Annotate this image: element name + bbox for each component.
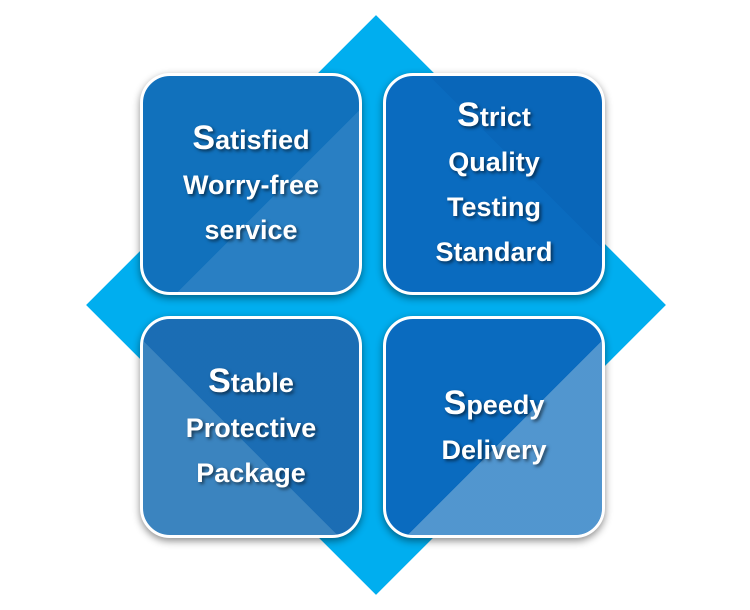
tile-heading: Strict	[457, 93, 531, 140]
tile-line: Package	[196, 457, 306, 488]
tile-initial: S	[192, 118, 216, 157]
tile-line: Protective	[185, 412, 317, 443]
tile-line: Quality	[448, 147, 540, 177]
tile-initial: S	[457, 96, 480, 134]
tile-line: Testing	[447, 192, 541, 222]
tile-label: Speedy Delivery	[386, 319, 602, 535]
tile-heading-rest: peedy	[466, 390, 545, 420]
tile-stable: Stable Protective Package	[140, 316, 362, 538]
tile-initial: S	[208, 361, 231, 400]
tile-line: Standard	[435, 237, 553, 267]
tile-heading: Speedy	[444, 381, 545, 428]
tile-heading-rest: trict	[479, 102, 531, 132]
tile-speedy: Speedy Delivery	[383, 316, 605, 538]
tile-satisfied: Satisfied Worry-free service	[140, 73, 362, 295]
tile-initial: S	[443, 384, 467, 422]
tile-strict: Strict Quality Testing Standard	[383, 73, 605, 295]
tile-label: Satisfied Worry-free service	[143, 76, 359, 292]
tile-label: Stable Protective Package	[143, 319, 359, 535]
tile-heading: Stable	[208, 359, 294, 406]
tile-label: Strict Quality Testing Standard	[386, 76, 602, 292]
tile-heading-rest: atisfied	[215, 124, 310, 155]
tile-line: Worry-free	[182, 169, 320, 200]
tile-line: service	[204, 214, 298, 245]
tile-line: Delivery	[441, 435, 547, 465]
tile-heading: Satisfied	[192, 116, 309, 163]
tile-heading-rest: table	[230, 367, 294, 398]
